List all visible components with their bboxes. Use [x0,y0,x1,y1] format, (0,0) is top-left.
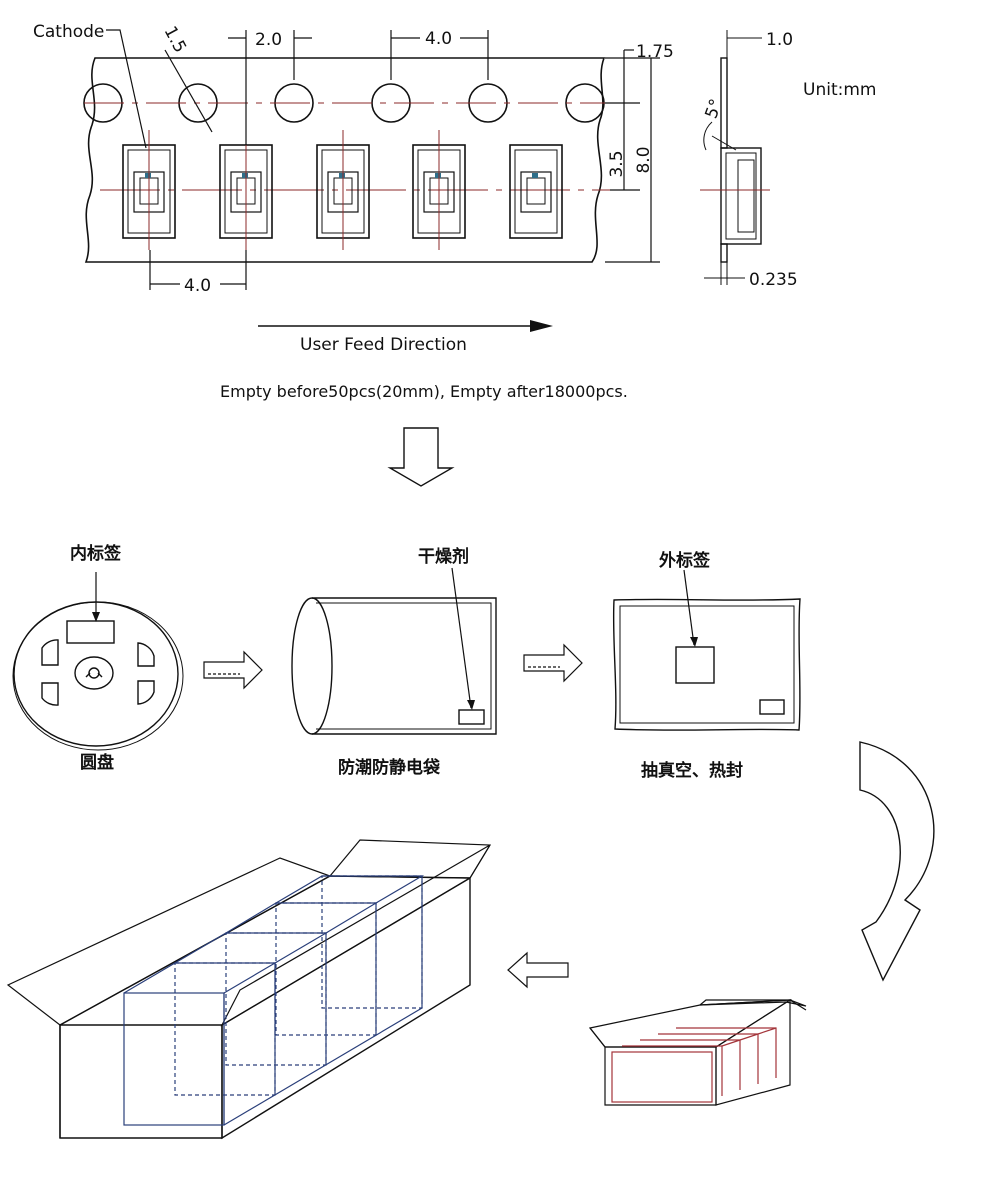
inner-label-rect [66,620,115,644]
dim-hole-to-pocket: 2.0 [255,30,282,50]
dim-edge-to-hole: 1.75 [636,42,674,62]
led-die [242,173,248,178]
pocket [412,130,466,250]
reel [12,572,184,751]
vacuum-sealed-bag [612,569,801,731]
inner-label-text: 内标签 [70,543,122,564]
bag-caption: 防潮防静电袋 [338,757,441,778]
dim-hole-to-pocket-center: 3.5 [607,150,627,177]
feed-direction-arrow [258,320,553,332]
seal-caption: 抽真空、热封 [641,760,743,781]
down-arrow-icon [387,427,455,487]
side-angle: 5° [701,96,726,121]
led-die [145,173,151,178]
led-die [435,173,441,178]
empty-note: Empty before50pcs(20mm), Empty after1800… [220,382,628,401]
feed-direction-label: User Feed Direction [300,335,467,355]
pocket [316,130,370,250]
pocket [509,144,563,239]
tape-outline [84,57,606,263]
dim-hole-pitch: 4.0 [425,29,452,49]
dim-hole-diameter: 1.5 [160,23,190,56]
pocket [122,130,176,250]
side-cover-thickness: 0.235 [749,270,798,290]
desiccant-rect [458,709,485,725]
carrier-tape-top-view [83,29,660,290]
outer-label-text: 外标签 [659,550,711,571]
led-die [532,173,538,178]
unit-label: Unit:mm [803,80,876,100]
curved-arrow-icon [859,741,935,982]
cathode-label: Cathode [33,22,104,42]
right-arrow-icon [523,643,583,683]
right-arrow-icon [203,650,263,690]
outer-label-rect [675,646,715,684]
reel-caption: 圆盘 [80,752,114,773]
dim-tape-width: 8.0 [634,146,654,173]
dimension-lines [106,29,660,290]
inner-carton [588,998,807,1106]
side-thickness: 1.0 [766,30,793,50]
left-arrow-icon [507,951,569,989]
dim-pocket-pitch: 4.0 [184,276,211,296]
outer-carton [6,839,492,1140]
led-die [339,173,345,178]
carrier-tape-side-view [700,30,770,285]
moisture-barrier-bag [291,567,497,735]
desiccant-label: 干燥剂 [418,546,469,567]
inner-boxes [123,875,425,1126]
